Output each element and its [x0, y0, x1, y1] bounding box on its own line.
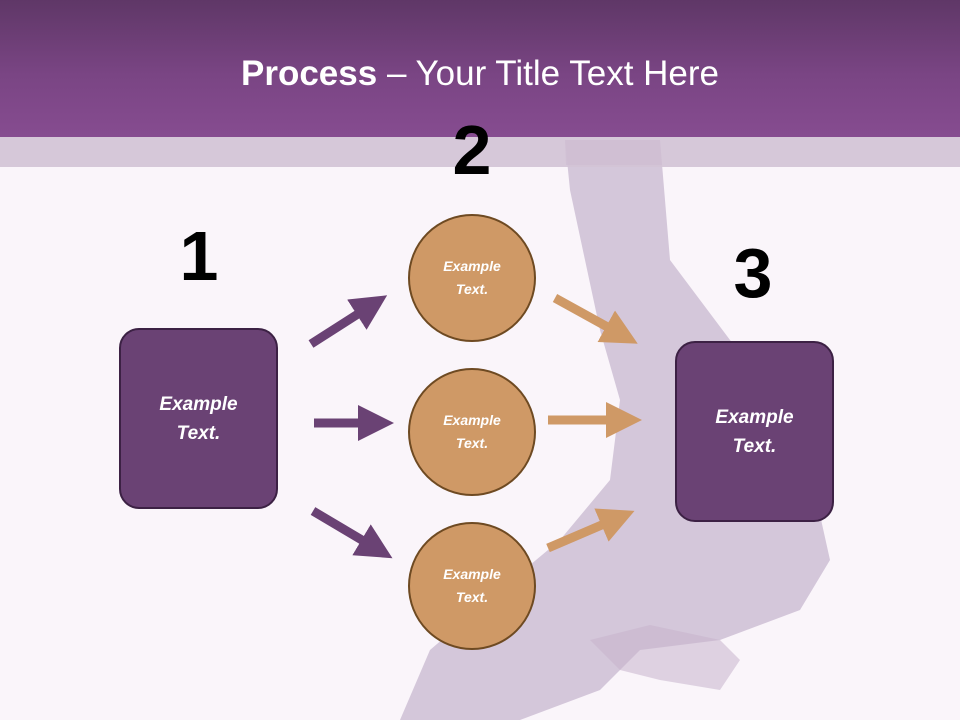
step-number-1: 1 [179, 217, 219, 295]
circle-text-middle: Example Text. [443, 412, 501, 451]
slide-title: Process – Your Title Text Here [0, 52, 960, 96]
right-box-text: Example Text. [715, 406, 794, 457]
left-step-box: Example Text. [119, 328, 278, 509]
title-rest: – Your Title Text Here [377, 54, 719, 93]
left-box-text: Example Text. [159, 393, 238, 444]
circle-node-bottom: Example Text. [408, 522, 536, 650]
title-bar [0, 0, 960, 137]
title-bold: Process [241, 54, 378, 93]
title-underline-strip [0, 137, 960, 167]
circle-node-top: Example Text. [408, 214, 536, 342]
right-step-box: Example Text. [675, 341, 834, 522]
arrow-bottom-to-right [546, 508, 635, 553]
circle-node-middle: Example Text. [408, 368, 536, 496]
step-number-3: 3 [733, 234, 773, 312]
circle-text-top: Example Text. [443, 258, 501, 297]
arrow-top-to-right [552, 294, 638, 344]
step-number-2: 2 [452, 111, 492, 189]
arrow-left-to-bottom [310, 507, 393, 559]
arrow-left-to-top [308, 295, 388, 348]
circle-text-bottom: Example Text. [443, 566, 501, 605]
